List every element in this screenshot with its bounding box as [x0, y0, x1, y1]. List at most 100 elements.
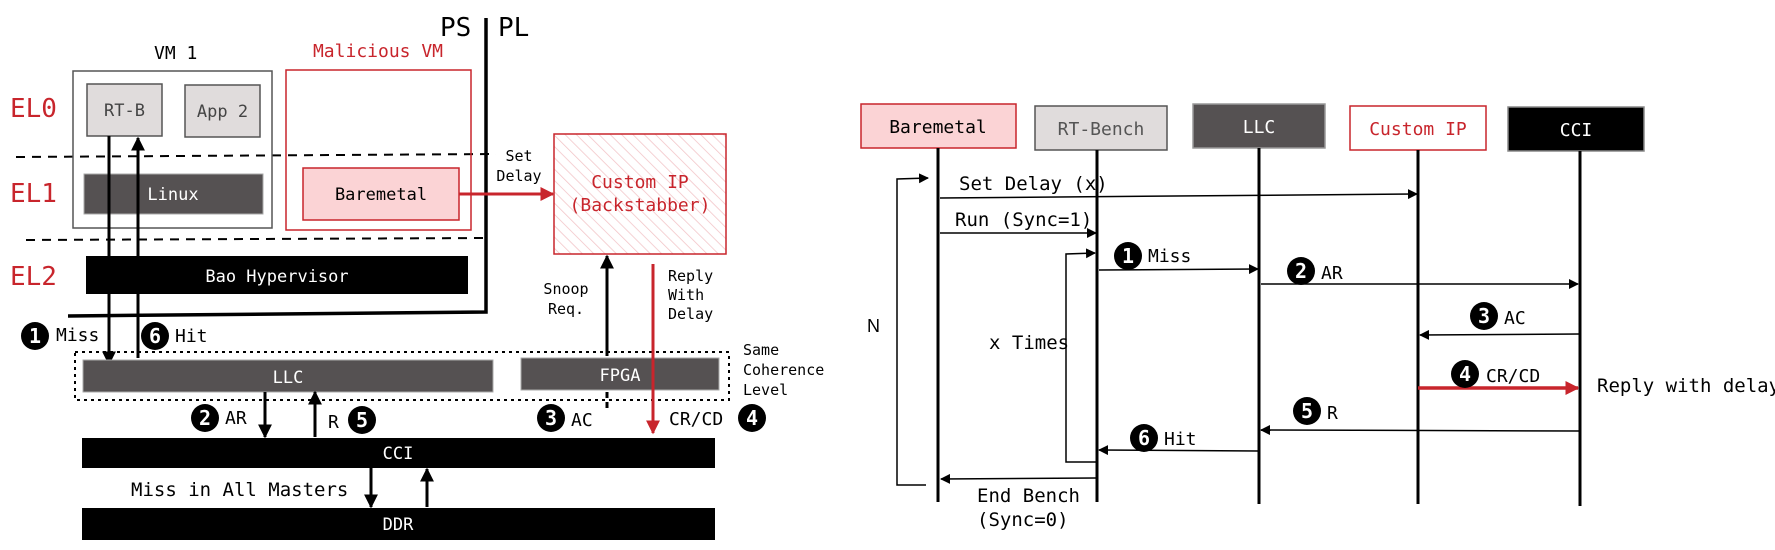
- step-3-num-right: 3: [1478, 304, 1490, 328]
- ddr-box: [82, 508, 715, 540]
- vm1-label: VM 1: [154, 43, 197, 64]
- rtb-box: [86, 83, 163, 137]
- msg-r-label: R: [1327, 403, 1338, 424]
- hit-label-left: Hit: [175, 326, 208, 347]
- msg-end-bench-label-2: (Sync=0): [977, 509, 1069, 531]
- el0-label: EL0: [10, 94, 57, 124]
- crcd-label-left: CR/CD: [669, 409, 723, 430]
- participant-custom-ip-label: Custom IP: [1369, 119, 1467, 140]
- sequence-diagram: Baremetal RT-Bench LLC Custom IP CCI N x…: [860, 103, 1775, 531]
- participant-cci: [1507, 106, 1645, 152]
- vm1-box: [72, 70, 273, 229]
- msg-end-bench: [940, 473, 1097, 484]
- snoop-label-2: Req.: [548, 300, 584, 318]
- malicious-vm-box: [285, 69, 472, 231]
- set-delay-label-2: Delay: [496, 167, 541, 185]
- snoop-label-1: Snoop: [543, 280, 588, 298]
- step-6-num-right: 6: [1138, 426, 1150, 450]
- el1-el2-divider: [25, 237, 487, 241]
- msg-r: [1260, 425, 1581, 436]
- x-times-label: x Times: [989, 332, 1069, 354]
- step-1-badge-left: [21, 322, 49, 350]
- el0-el1-divider: [15, 153, 497, 158]
- ac-label-left: AC: [571, 410, 593, 431]
- same-coherence-label-3: Level: [743, 381, 788, 399]
- rtb-label: RT-B: [104, 101, 145, 121]
- architecture-diagram: PS PL EL0 EL1 EL2 VM 1 RT-B App 2 Linux …: [10, 13, 824, 540]
- msg-miss-label: Miss: [1148, 246, 1191, 267]
- step-4-badge-left: [738, 404, 766, 432]
- step-2-num-left: 2: [199, 406, 211, 430]
- step-1-num-left: 1: [29, 324, 41, 348]
- step-5-num-right: 5: [1301, 399, 1313, 423]
- pl-label: PL: [498, 13, 529, 43]
- reply-label-1: Reply: [668, 267, 713, 285]
- participant-baremetal-label: Baremetal: [889, 117, 987, 138]
- msg-end-bench-label-1: End Bench: [977, 485, 1080, 507]
- linux-box: [83, 173, 264, 215]
- step-1-badge-right: [1114, 242, 1142, 270]
- same-coherence-label-2: Coherence: [743, 361, 824, 379]
- bao-hypervisor-label: Bao Hypervisor: [205, 267, 348, 287]
- el2-label: EL2: [10, 262, 57, 292]
- step-4-badge-right: [1451, 360, 1479, 388]
- ps-label: PS: [440, 13, 471, 43]
- participant-custom-ip: [1349, 105, 1487, 151]
- step-4-num-left: 4: [746, 406, 758, 430]
- msg-hit-label: Hit: [1164, 429, 1197, 450]
- fpga-label: FPGA: [600, 366, 641, 386]
- participant-rt-bench: [1034, 105, 1168, 151]
- step-1-num-right: 1: [1122, 244, 1134, 268]
- msg-hit: [1098, 445, 1259, 456]
- step-4-num-right: 4: [1459, 362, 1471, 386]
- coherence-level-box: [74, 351, 730, 401]
- step-3-num-left: 3: [545, 406, 557, 430]
- msg-miss: [1098, 264, 1259, 275]
- step-3-badge-left: [537, 404, 565, 432]
- msg-crcd-label: CR/CD: [1486, 366, 1540, 387]
- ar-label-left: AR: [225, 408, 247, 429]
- msg-run-label: Run (Sync=1): [955, 209, 1092, 231]
- step-6-badge-left: [141, 322, 169, 350]
- bao-hypervisor-box: [86, 256, 468, 294]
- custom-ip-label-1: Custom IP: [591, 172, 689, 193]
- msg-set-delay-label: Set Delay (x): [959, 173, 1108, 195]
- step-2-num-right: 2: [1295, 259, 1307, 283]
- miss-label-left: Miss: [56, 325, 99, 346]
- miss-all-masters-label: Miss in All Masters: [131, 479, 348, 501]
- custom-ip-box: [553, 133, 727, 255]
- fpga-box: [520, 357, 720, 391]
- n-loop-label: N: [867, 316, 880, 336]
- cci-label-left: CCI: [383, 444, 414, 464]
- n-loop-bracket: [896, 173, 929, 486]
- set-delay-label-1: Set: [505, 147, 532, 165]
- reply-label-2: With: [668, 286, 704, 304]
- ddr-label: DDR: [383, 515, 414, 535]
- el1-label: EL1: [10, 179, 57, 209]
- participant-rt-bench-label: RT-Bench: [1058, 119, 1145, 140]
- cci-box-left: [82, 438, 715, 468]
- step-3-badge-right: [1470, 302, 1498, 330]
- participant-baremetal: [860, 103, 1017, 149]
- linux-label: Linux: [147, 185, 198, 205]
- step-2-badge-right: [1287, 257, 1315, 285]
- llc-box-left: [82, 359, 494, 393]
- step-5-num-left: 5: [356, 408, 368, 432]
- step-6-badge-right: [1130, 424, 1158, 452]
- msg-ac: [1419, 329, 1581, 340]
- step-2-badge-left: [191, 404, 219, 432]
- ps-pl-divider: [67, 18, 488, 318]
- step-5-badge-left: [348, 406, 376, 434]
- x-times-loop-bracket: [1065, 248, 1096, 463]
- participant-llc: [1192, 103, 1326, 149]
- participant-llc-label: LLC: [1243, 117, 1276, 138]
- app2-box: [184, 84, 261, 138]
- msg-ac-label: AC: [1504, 308, 1526, 329]
- msg-ar-label: AR: [1321, 263, 1343, 284]
- msg-set-delay: [939, 189, 1418, 200]
- same-coherence-label-1: Same: [743, 341, 779, 359]
- step-5-badge-right: [1293, 397, 1321, 425]
- malicious-vm-label: Malicious VM: [313, 41, 443, 62]
- step-6-num-left: 6: [149, 324, 161, 348]
- reply-with-delay-label: Reply with delay (x): [1597, 375, 1775, 397]
